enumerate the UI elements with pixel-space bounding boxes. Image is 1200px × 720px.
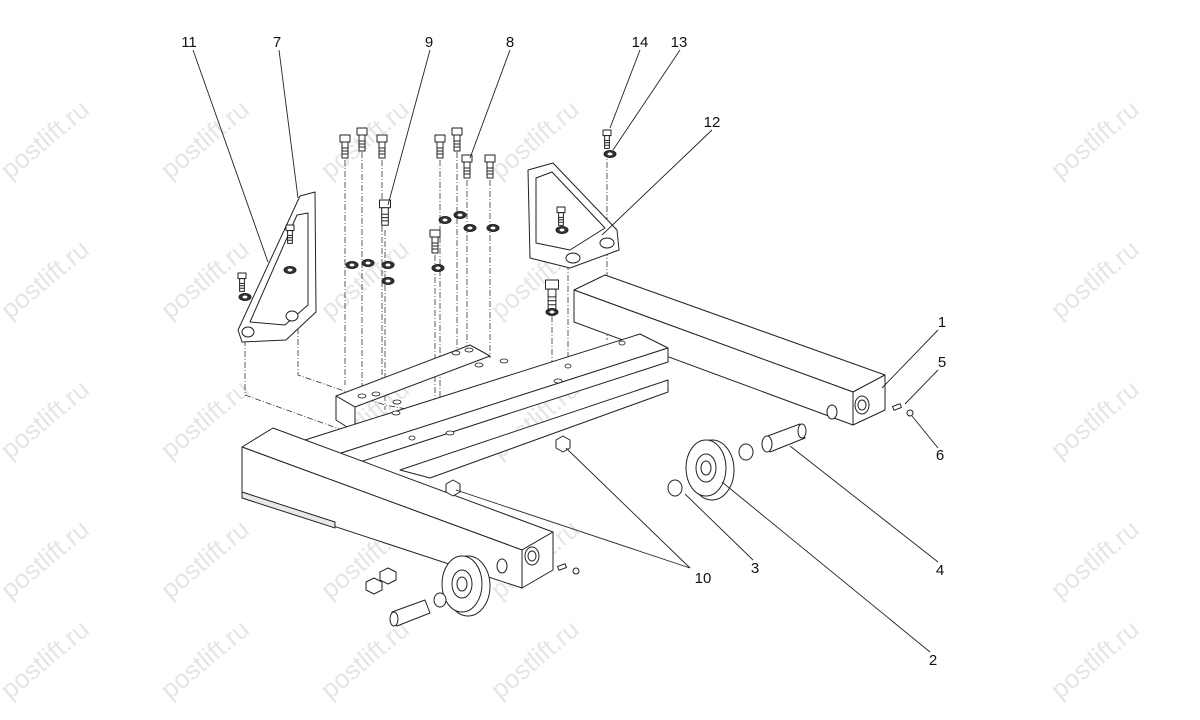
watermark-text: postlift.ru [1045,234,1145,325]
bolt [602,129,612,149]
watermark-text: postlift.ru [1045,614,1145,705]
bolt [237,272,247,292]
watermark-text: postlift.ru [155,94,255,185]
callout-2: 2 [929,652,937,669]
washer [438,216,452,224]
watermark-text: postlift.ru [0,234,95,325]
bolt [484,154,496,179]
bolt [461,154,473,179]
watermark-text: postlift.ru [1045,514,1145,605]
axle-pin [761,423,807,453]
callout-9: 9 [425,34,433,51]
callout-11: 11 [181,34,197,51]
callout-3: 3 [751,560,759,577]
bolt [451,127,463,152]
bolt [356,127,368,152]
washer [431,264,445,272]
washer [453,211,467,219]
washer [381,261,395,269]
watermark-text: postlift.ru [315,234,415,325]
watermark-text: postlift.ru [1045,94,1145,185]
callout-5: 5 [938,354,946,371]
watermark-text: postlift.ru [0,614,95,705]
watermark-text: postlift.ru [1045,374,1145,465]
callout-6: 6 [936,447,944,464]
washer [463,224,477,232]
bolt [376,134,388,159]
watermark-text: postlift.ru [0,94,95,185]
washer [545,308,559,316]
bolt [285,224,295,244]
watermark-text: postlift.ru [485,614,585,705]
callout-8: 8 [506,34,514,51]
pin-and-nut-right [892,403,914,417]
washer [238,293,252,301]
bolt [339,134,351,159]
bolt [379,199,391,226]
watermark-text: postlift.ru [315,614,415,705]
right-rail [573,274,886,426]
callout-1: 1 [938,314,946,331]
watermark-text: postlift.ru [0,374,95,465]
bushing [667,443,754,497]
washer [283,266,297,274]
washers [238,150,617,316]
washer [361,259,375,267]
washer [603,150,617,158]
cross-member [304,333,669,479]
washer [555,226,569,234]
callout-7: 7 [273,34,281,51]
wheel-right [685,439,735,501]
bolts [237,127,612,311]
left-rail [241,427,554,589]
washer [345,261,359,269]
washer [381,277,395,285]
bolt [545,279,559,311]
callout-4: 4 [936,562,944,579]
callout-12: 12 [704,114,721,131]
callout-labels: 11 7 9 8 14 13 12 1 5 6 4 3 2 10 [181,34,946,669]
callout-13: 13 [671,34,688,51]
watermark-text: postlift.ru [155,614,255,705]
watermark-text: postlift.ru [155,514,255,605]
bolt [434,134,446,159]
bolt [556,206,566,226]
watermark-text: postlift.ru [0,514,95,605]
callout-14: 14 [632,34,649,51]
bolt [429,229,441,254]
right-bracket [527,162,620,269]
callout-10: 10 [695,570,712,587]
leader-lines [192,49,939,653]
washer [486,224,500,232]
wheel-left [365,555,580,627]
watermark-text: postlift.ru [155,374,255,465]
left-bracket [237,191,317,343]
